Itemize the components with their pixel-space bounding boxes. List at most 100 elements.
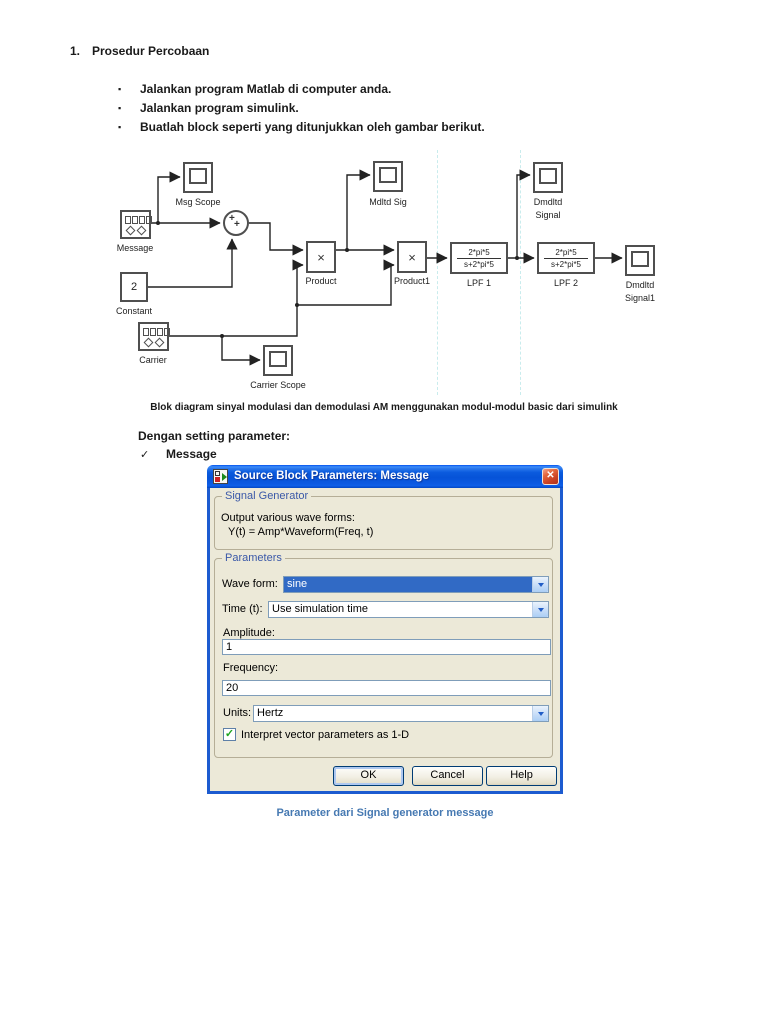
bullet-item: ▪ Jalankan program simulink.	[118, 101, 299, 115]
scope-screen-icon	[189, 168, 207, 184]
scope-screen-icon	[379, 167, 397, 183]
block-constant: 2	[120, 272, 148, 302]
scope-screen-icon	[269, 351, 287, 367]
diagram-caption: Blok diagram sinyal modulasi dan demodul…	[150, 402, 618, 413]
dialog-titlebar[interactable]: Source Block Parameters: Message ✕	[207, 465, 563, 488]
scope-screen-icon	[631, 251, 649, 267]
block-label: Carrier Scope	[250, 380, 306, 390]
block-product1: ×	[397, 241, 427, 273]
help-button[interactable]: Help	[486, 766, 557, 786]
block-label: Signal1	[624, 293, 656, 303]
time-select[interactable]: Use simulation time	[268, 601, 549, 618]
group-title: Signal Generator	[222, 490, 312, 502]
block-msg-scope	[183, 162, 213, 193]
parameters-group: Parameters	[214, 552, 553, 758]
plus-sign: +	[234, 219, 240, 230]
block-dmdltd-signal-scope	[533, 162, 563, 193]
block-dmdltd-signal1-scope	[625, 245, 655, 276]
signal-generator-group: Signal Generator	[214, 490, 553, 550]
block-carrier-scope	[263, 345, 293, 376]
chevron-down-icon[interactable]	[532, 577, 548, 592]
dialog-body: Signal Generator Output various wave for…	[207, 488, 563, 794]
multiply-icon: ×	[317, 249, 325, 265]
signal-generator-icon	[143, 337, 165, 348]
checkbox-label: Interpret vector parameters as 1-D	[241, 729, 410, 741]
block-label: Dmdltd	[533, 197, 563, 207]
bullet-icon: ▪	[118, 122, 122, 132]
bullet-icon: ▪	[118, 84, 122, 94]
plus-sign: +	[229, 213, 235, 224]
block-carrier	[138, 322, 170, 351]
block-lpf1: 2*pi*5 s+2*pi*5	[450, 242, 508, 274]
block-mdltd-sig-scope	[373, 161, 403, 192]
section-heading: 1. Prosedur Percobaan	[70, 44, 209, 58]
simulink-block-icon	[213, 469, 228, 484]
bullet-item: ▪ Buatlah block seperti yang ditunjukkan …	[118, 120, 485, 134]
bullet-text: Jalankan program simulink.	[140, 101, 299, 115]
signal-generator-icon	[125, 225, 147, 236]
block-label: Mdltd Sig	[369, 197, 407, 207]
section-number: 1.	[70, 44, 81, 58]
multiply-icon: ×	[408, 249, 416, 265]
simulink-block-diagram: Msg Scope Message + + 2 Constant Carrier…	[0, 145, 768, 420]
block-label: Carrier	[139, 355, 167, 365]
block-message	[120, 210, 152, 239]
close-icon[interactable]: ✕	[542, 468, 559, 485]
source-block-parameters-dialog: Source Block Parameters: Message ✕ Signa…	[207, 465, 563, 794]
wave-form-label: Wave form:	[222, 578, 278, 590]
block-label: LPF 2	[553, 278, 579, 288]
block-label: Dmdltd	[625, 280, 655, 290]
tf-denominator: s+2*pi*5	[550, 259, 582, 269]
amplitude-label: Amplitude:	[223, 627, 275, 639]
fraction-line	[544, 257, 588, 259]
scope-screen-icon	[539, 168, 557, 184]
interpret-vector-checkbox[interactable]: ✓	[223, 728, 236, 741]
frequency-label: Frequency:	[223, 662, 279, 674]
bullet-item: ▪ Jalankan program Matlab di computer and…	[118, 82, 391, 96]
block-sum: + +	[223, 210, 249, 236]
tf-numerator: 2*pi*5	[468, 247, 490, 257]
tf-denominator: s+2*pi*5	[463, 259, 495, 269]
cancel-button[interactable]: Cancel	[412, 766, 483, 786]
block-label: Constant	[115, 306, 153, 316]
units-value: Hertz	[257, 707, 284, 719]
wave-form-select[interactable]: sine	[283, 576, 549, 593]
bullet-text: Jalankan program Matlab di computer anda…	[140, 82, 392, 96]
dialog-title: Source Block Parameters: Message	[234, 470, 429, 482]
dialog-caption: Parameter dari Signal generator message	[276, 807, 494, 819]
block-label: Product1	[393, 276, 431, 286]
diagram-wires	[148, 169, 623, 366]
time-label: Time (t):	[222, 603, 263, 615]
frequency-field[interactable]	[222, 680, 551, 696]
page-title: Prosedur Percobaan	[92, 44, 210, 58]
amplitude-field[interactable]	[222, 639, 551, 655]
settings-item-label: Message	[166, 447, 217, 461]
page-break-line	[520, 150, 521, 395]
wave-form-value: sine	[284, 577, 533, 592]
block-label: LPF 1	[466, 278, 492, 288]
chevron-down-icon[interactable]	[532, 706, 548, 721]
description-line: Y(t) = Amp*Waveform(Freq, t)	[228, 526, 374, 538]
fraction-line	[457, 257, 501, 259]
constant-value: 2	[130, 281, 138, 293]
bullet-icon: ▪	[118, 103, 122, 113]
block-label: Signal	[535, 210, 561, 220]
block-lpf2: 2*pi*5 s+2*pi*5	[537, 242, 595, 274]
description-line: Output various wave forms:	[221, 512, 355, 524]
block-label: Message	[116, 243, 154, 253]
settings-heading: Dengan setting parameter:	[138, 429, 291, 443]
bullet-text: Buatlah block seperti yang ditunjukkan o…	[140, 120, 485, 134]
time-value: Use simulation time	[272, 603, 368, 615]
settings-item-message: ✓ Message	[140, 447, 217, 461]
chevron-down-icon[interactable]	[532, 602, 548, 617]
units-label: Units:	[223, 707, 252, 719]
group-title: Parameters	[222, 552, 285, 564]
units-select[interactable]: Hertz	[253, 705, 549, 722]
check-icon: ✓	[140, 449, 150, 461]
block-label: Product	[305, 276, 337, 286]
ok-button[interactable]: OK	[333, 766, 404, 786]
tf-numerator: 2*pi*5	[555, 247, 577, 257]
signal-generator-icon	[143, 328, 170, 336]
page-break-line	[437, 150, 438, 395]
block-label: Msg Scope	[175, 197, 221, 207]
